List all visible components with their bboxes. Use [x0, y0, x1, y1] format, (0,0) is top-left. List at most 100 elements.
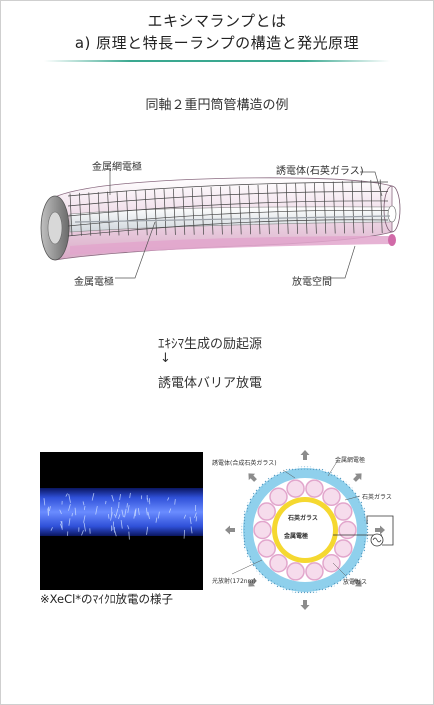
discharge-filament	[74, 507, 77, 516]
plasma-bubble	[334, 502, 353, 521]
discharge-filament	[129, 492, 131, 499]
discharge-filament	[190, 526, 193, 534]
discharge-gas-plasma	[253, 479, 357, 581]
light-arrow-icon	[248, 578, 257, 587]
cs-label-discharge-gas: 放電ガス	[343, 579, 368, 586]
discharge-filaments	[43, 492, 198, 540]
mesh-wire	[107, 191, 110, 236]
metal-electrode-core	[277, 502, 333, 558]
discharge-filament	[83, 515, 86, 523]
discharge-filament	[120, 520, 123, 529]
discharge-filament	[48, 506, 51, 512]
discharge-filament	[95, 505, 98, 515]
leader-cs-light	[231, 559, 263, 575]
label-discharge-space: 放電空間	[292, 277, 332, 288]
arrow-shape	[300, 450, 310, 460]
discharge-filament	[147, 511, 150, 520]
mesh-wire	[220, 186, 223, 235]
mesh-wire	[154, 189, 157, 236]
light-arrow-icon	[375, 525, 385, 535]
mesh-wire	[210, 187, 214, 235]
mesh-wire	[97, 192, 101, 236]
label-mesh-electrode: 金属網電極	[92, 162, 142, 173]
discharge-filament	[128, 531, 130, 540]
mesh-ring	[67, 191, 389, 207]
arrow-shape	[375, 525, 385, 535]
mesh-wire	[182, 188, 186, 235]
mesh-wire	[173, 188, 176, 235]
cs-label-metal-electrode: 金属電極	[284, 533, 309, 540]
discharge-filament	[183, 514, 187, 519]
arrow-shape	[353, 578, 362, 587]
mesh-electrode-grid	[67, 179, 389, 237]
discharge-filament	[146, 498, 149, 503]
discharge-filament	[121, 509, 124, 518]
arrow-shape	[225, 525, 235, 535]
page-title-line-2: a) 原理と特長ーランプの構造と発光原理	[74, 34, 360, 52]
mesh-wire	[201, 187, 204, 235]
discharge-space-glow	[70, 236, 392, 255]
mesh-wire	[276, 184, 280, 235]
discharge-filament	[83, 522, 86, 532]
metal-electrode-rod	[74, 215, 391, 223]
mesh-wire	[314, 182, 317, 234]
mesh-wire	[69, 193, 73, 236]
mesh-wire	[135, 190, 139, 236]
plasma-bubble	[257, 539, 276, 558]
down-arrow-icon: ↓	[160, 351, 171, 366]
plasma-bubble	[322, 487, 341, 507]
discharge-filament	[112, 521, 114, 531]
light-arrow-icon	[225, 525, 235, 535]
leader-dielectric	[360, 171, 383, 197]
mesh-wire	[332, 181, 336, 234]
discharge-filament	[194, 512, 197, 519]
discharge-filament	[65, 493, 68, 497]
discharge-filament	[82, 501, 85, 506]
discharge-filament	[168, 508, 172, 513]
arrow-shape	[248, 578, 257, 587]
leader-metal-electrode	[115, 221, 156, 279]
discharge-filament	[146, 526, 149, 535]
plasma-bubble	[286, 479, 305, 498]
tube-end-opening	[47, 211, 63, 245]
plasma-bubble	[257, 502, 276, 521]
mesh-wire	[191, 187, 195, 235]
mesh-wire	[126, 190, 129, 236]
discharge-space-end	[388, 234, 396, 246]
discharge-filament	[189, 516, 192, 525]
discharge-filament	[118, 514, 121, 520]
discharge-filament	[127, 505, 130, 513]
discharge-filament	[157, 511, 160, 519]
light-arrow-icon	[353, 473, 362, 482]
discharge-filament	[134, 508, 137, 517]
arrow-shape	[248, 473, 257, 482]
plasma-bubble	[269, 553, 288, 573]
discharge-filament	[137, 508, 140, 516]
mesh-ring	[67, 181, 389, 197]
mesh-wire	[116, 191, 120, 236]
discharge-filament	[50, 527, 53, 531]
mesh-wire	[351, 180, 355, 234]
plasma-bubble	[322, 553, 341, 573]
plasma-bubble	[286, 562, 305, 581]
arrow-shape	[300, 600, 310, 610]
plasma-bubble	[305, 562, 324, 581]
cs-label-light-emission: 光放射(172nm)	[212, 578, 256, 585]
mesh-wire	[79, 192, 82, 236]
plasma-bubble	[253, 520, 272, 540]
discharge-filament	[68, 518, 71, 526]
mesh-ring	[67, 200, 389, 217]
plasma-bubble	[305, 479, 324, 498]
mesh-ring	[67, 219, 389, 237]
discharge-filament	[113, 513, 117, 518]
discharge-filament	[119, 494, 121, 501]
page-title-line-1: エキシマランプとは	[147, 12, 287, 30]
micro-discharge-photo	[40, 452, 203, 590]
cs-label-quartz-glass: 石英ガラス	[362, 494, 392, 501]
discharge-filament	[68, 504, 71, 511]
leader-cs-mesh	[327, 459, 339, 477]
photo-caption: ※XeCl*のﾏｲｸﾛ放電の様子	[40, 592, 174, 606]
discharge-filament	[59, 509, 62, 515]
wire-outer	[366, 515, 394, 546]
ac-wave-glyph	[372, 537, 382, 543]
